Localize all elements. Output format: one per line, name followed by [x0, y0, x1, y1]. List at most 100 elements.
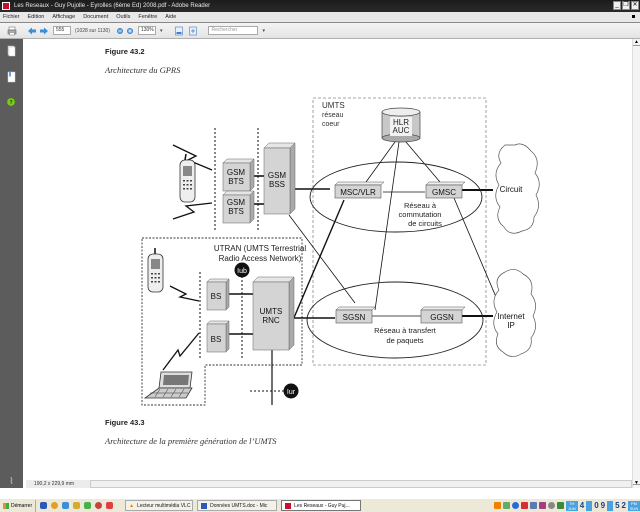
menu-view[interactable]: Affichage [52, 14, 76, 20]
umts-phone-icon [147, 248, 164, 293]
task-adobe-reader[interactable]: Les Reseaux - Guy Puj... [281, 500, 362, 511]
print-icon[interactable] [7, 26, 17, 36]
pdf-icon [285, 502, 292, 509]
show-desktop-icon[interactable] [40, 502, 48, 509]
navigation-sidebar: ? [0, 39, 23, 476]
adobe-icon[interactable] [106, 502, 114, 509]
restore-button[interactable]: ❐ [622, 1, 630, 10]
menu-help[interactable]: Aide [165, 14, 177, 20]
zoom-out-icon[interactable] [116, 26, 124, 36]
attachments-icon[interactable]: ⌇ [0, 474, 23, 488]
scroll-down-icon[interactable]: ▼ [634, 480, 639, 486]
svg-text:de circuits: de circuits [408, 219, 442, 228]
tray-icon[interactable] [556, 502, 564, 509]
gsm-bts-1: GSM BTS [222, 158, 255, 192]
internet-explorer-icon[interactable] [62, 502, 70, 509]
start-button[interactable]: Démarrer [0, 499, 37, 512]
svg-text:BSS: BSS [269, 180, 285, 189]
zoom-input[interactable]: 130% [137, 26, 156, 35]
circuit-cloud [495, 143, 540, 234]
network-icon[interactable] [73, 502, 81, 509]
windows-logo-icon [3, 502, 9, 509]
task-label: Lecteur multimédia VLC [137, 502, 191, 509]
close-document-icon[interactable] [632, 15, 635, 18]
core-network-boundary [312, 97, 487, 366]
title-bar: Les Reseaux - Guy Pujolle - Eyrolles (6è… [0, 0, 640, 12]
previous-page-icon[interactable] [27, 26, 37, 36]
vertical-scrollbar[interactable]: ▲ ▼ [632, 39, 640, 488]
svg-text:GSM: GSM [227, 168, 246, 177]
zoom-in-icon[interactable] [126, 26, 134, 36]
tray-icon[interactable] [502, 502, 510, 509]
iub-badge [234, 262, 250, 278]
zoom-dropdown-icon[interactable]: ▾ [159, 27, 163, 34]
tray-icon[interactable] [538, 502, 546, 509]
scrollbar-thumb[interactable] [633, 45, 640, 485]
clock-digit: 0 [594, 501, 599, 510]
clock-digit: 4 [579, 501, 585, 510]
network-tray-icon[interactable] [529, 502, 537, 509]
page-dimensions: 190,2 x 229,9 mm [26, 480, 90, 488]
app-icon[interactable] [95, 502, 103, 509]
task-vlc[interactable]: ▲ Lecteur multimédia VLC [125, 500, 194, 511]
clock-separator [607, 500, 614, 511]
umts-architecture-diagram: UMTS réseau coeur UTRAN (UMTS Terrestria… [141, 97, 540, 406]
menu-tools[interactable]: Outils [116, 14, 131, 20]
page-number-input[interactable]: 555 [53, 26, 71, 35]
fit-width-icon[interactable] [188, 26, 198, 36]
sync-tray-icon[interactable] [511, 502, 519, 509]
bs-2: BS [206, 320, 230, 353]
packet-network [306, 281, 484, 359]
hlr-auc-database: HLR AUC [381, 107, 421, 143]
svg-text:Iur: Iur [287, 389, 296, 396]
media-player-icon[interactable] [51, 502, 59, 509]
svg-text:GGSN: GGSN [430, 313, 454, 322]
bookmarks-icon[interactable] [6, 71, 16, 83]
svg-text:GSM: GSM [268, 171, 287, 180]
messenger-icon[interactable] [84, 502, 92, 509]
search-dropdown-icon[interactable]: ▾ [262, 27, 265, 34]
minimize-button[interactable]: _ [613, 1, 621, 10]
svg-text:UMTS: UMTS [260, 307, 283, 316]
msc-vlr-box: MSC/VLR [334, 181, 385, 199]
sgsn-box: SGSN [335, 306, 376, 324]
utran-label: UTRAN (UMTS Terrestrial [214, 244, 307, 253]
svg-text:Circuit: Circuit [500, 185, 523, 194]
svg-text:commutation: commutation [399, 210, 442, 219]
menu-edit[interactable]: Edition [27, 14, 45, 20]
help-icon[interactable]: ? [6, 96, 16, 108]
bs-1: BS [206, 278, 230, 311]
menu-file[interactable]: Fichier [3, 14, 20, 20]
tray-icon[interactable] [520, 502, 528, 509]
next-page-icon[interactable] [39, 26, 49, 36]
svg-text:de paquets: de paquets [386, 336, 423, 345]
search-tray-icon[interactable] [547, 502, 555, 509]
status-bar: ⌇ 190,2 x 229,9 mm [0, 474, 632, 488]
scroll-up-icon[interactable]: ▲ [634, 39, 639, 45]
interface-dashed-lines [199, 128, 284, 392]
taskbar: Démarrer ▲ Lecteur multimédia VLC Donnée… [0, 498, 640, 512]
laptop-icon [143, 371, 193, 399]
search-input[interactable]: Rechercher [208, 26, 259, 35]
svg-text:Radio Access Network): Radio Access Network) [219, 254, 302, 263]
horizontal-scrollbar[interactable] [90, 480, 632, 488]
vlc-icon: ▲ [129, 502, 135, 509]
svg-text:AUC: AUC [393, 126, 410, 135]
fit-page-icon[interactable] [174, 26, 184, 36]
vlc-tray-icon[interactable] [493, 502, 501, 509]
toolbar: 555 (1028 sur 1130) 130% ▾ Rechercher ▾ [0, 22, 640, 39]
figure-43-2-title: Architecture du GPRS [105, 65, 181, 75]
adobe-reader-icon [2, 2, 10, 10]
gmsc-box: GMSC [425, 181, 466, 199]
menu-window[interactable]: Fenêtre [138, 14, 158, 20]
svg-text:IP: IP [507, 321, 515, 330]
task-word[interactable]: Données UMTS.doc - Mic [197, 500, 278, 511]
ggsn-box: GGSN [420, 306, 466, 324]
close-button[interactable]: ✕ [631, 1, 639, 10]
pages-icon[interactable] [6, 45, 16, 57]
svg-text:Réseau à transfert: Réseau à transfert [374, 326, 437, 335]
svg-text:réseau: réseau [322, 112, 344, 119]
menu-document[interactable]: Document [83, 14, 109, 20]
